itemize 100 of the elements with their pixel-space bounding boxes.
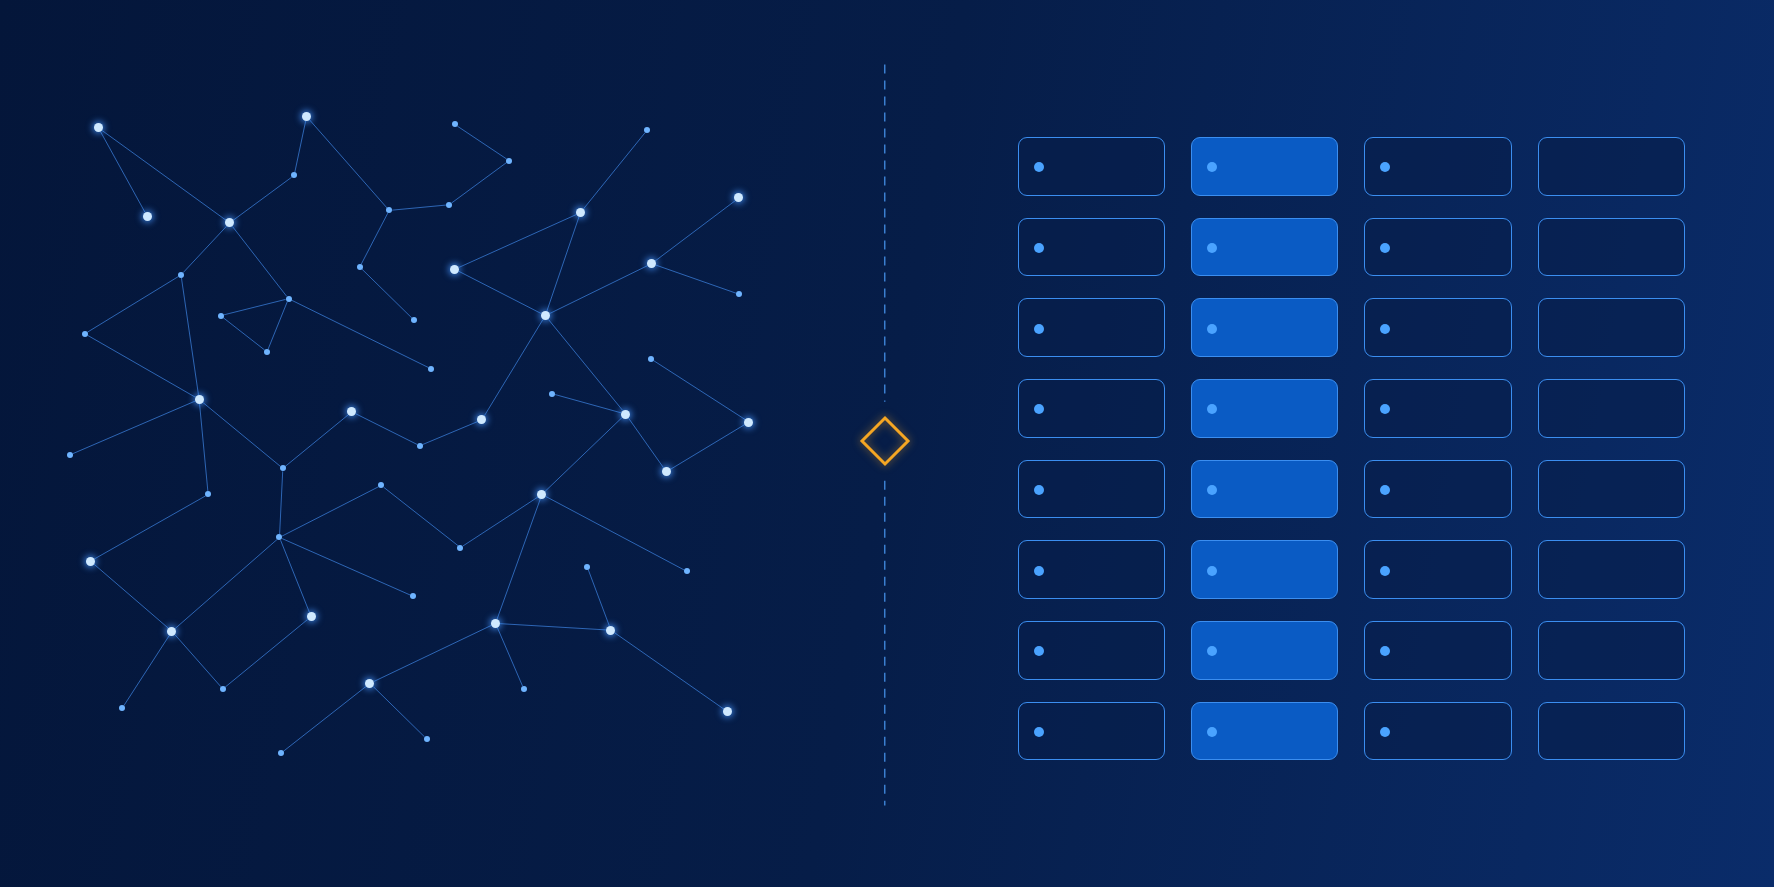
network-dot	[423, 735, 430, 742]
outlined-box	[1537, 217, 1685, 277]
connector-line	[496, 498, 541, 620]
outlined-box	[1018, 540, 1166, 600]
connector-line	[267, 300, 288, 350]
network-dot	[477, 415, 487, 425]
connector-line	[222, 317, 266, 351]
network-dot	[386, 207, 393, 214]
network-dot	[411, 317, 418, 324]
connector-line	[360, 212, 389, 265]
connector-line	[199, 403, 209, 492]
connector-line	[582, 131, 646, 210]
outlined-box	[1018, 701, 1166, 761]
network-dot	[81, 330, 88, 337]
network-dot	[647, 355, 654, 362]
network-dot	[416, 442, 423, 449]
network-dot	[450, 264, 460, 274]
outlined-box	[1537, 136, 1685, 196]
connector-line	[373, 624, 492, 682]
network-dot	[621, 409, 631, 419]
network-dot	[428, 365, 435, 372]
network-dot	[506, 157, 513, 164]
network-dot	[194, 394, 204, 404]
network-dot	[491, 618, 501, 628]
outlined-box	[1364, 217, 1512, 277]
network-dot	[205, 491, 212, 498]
connector-line	[290, 299, 429, 368]
outlined-box	[1537, 378, 1685, 438]
connector-line	[554, 394, 622, 414]
network-dot	[734, 193, 744, 203]
network-dot	[409, 593, 416, 600]
highlighted-box	[1191, 459, 1339, 519]
outlined-box	[1018, 136, 1166, 196]
connector-line	[451, 161, 508, 204]
network-dot	[264, 348, 270, 355]
connector-line	[279, 470, 284, 535]
connector-line	[309, 119, 388, 209]
network-dot	[167, 626, 177, 636]
outlined-box	[1364, 540, 1512, 600]
connector-line	[422, 421, 479, 446]
network-dot	[365, 678, 375, 688]
network-dot	[575, 208, 585, 218]
connector-line	[223, 298, 287, 316]
connector-line	[545, 496, 685, 571]
network-dot	[356, 264, 363, 270]
connector-line	[281, 486, 380, 537]
connector-line	[93, 495, 207, 560]
connector-line	[652, 359, 746, 421]
network-dot	[219, 686, 226, 692]
connector-line	[174, 634, 222, 688]
network-dot	[86, 556, 95, 566]
outlined-box	[1364, 620, 1512, 680]
connector-line	[372, 686, 425, 738]
outlined-box	[1364, 298, 1512, 358]
connector-line	[496, 627, 524, 687]
connector-line	[483, 319, 544, 417]
outlined-box	[1537, 298, 1685, 358]
network-dot	[217, 312, 224, 319]
network-dot	[584, 563, 591, 570]
connector-line	[462, 496, 539, 547]
network-dot	[520, 686, 527, 692]
connector-line	[391, 204, 447, 211]
network-dot	[606, 625, 616, 635]
network-dot	[225, 218, 235, 228]
connector-line	[202, 401, 282, 467]
outlined-box	[1364, 136, 1512, 196]
highlighted-box	[1191, 136, 1339, 196]
outlined-box	[1018, 620, 1166, 680]
outlined-box	[1537, 459, 1685, 519]
outlined-box	[1018, 298, 1166, 358]
network-dot	[457, 544, 464, 551]
connector-line	[101, 130, 227, 221]
connector-line	[361, 268, 413, 319]
highlighted-box	[1191, 217, 1339, 277]
connector-line	[231, 225, 288, 297]
connector-line	[499, 623, 607, 631]
network-dot	[277, 750, 284, 757]
network-dot	[722, 707, 732, 717]
decision-diamond	[859, 416, 910, 467]
outlined-box	[1364, 378, 1512, 438]
highlighted-box	[1191, 620, 1339, 680]
connector-line	[669, 423, 746, 470]
connector-line	[123, 634, 170, 707]
connector-line	[544, 416, 623, 492]
connector-line	[224, 618, 309, 688]
connector-line	[281, 538, 411, 596]
network-dot	[378, 482, 385, 489]
outlined-box	[1018, 459, 1166, 519]
connector-line	[93, 563, 170, 629]
connector-line	[458, 270, 542, 315]
connector-line	[86, 276, 179, 333]
network-dot	[142, 211, 152, 221]
connector-line	[182, 225, 228, 274]
connector-line	[294, 120, 307, 173]
connector-line	[280, 539, 310, 613]
connector-line	[547, 318, 624, 412]
connector-line	[655, 264, 737, 294]
network-dot	[446, 201, 453, 208]
outlined-box	[1537, 620, 1685, 680]
connector-line	[587, 569, 610, 627]
